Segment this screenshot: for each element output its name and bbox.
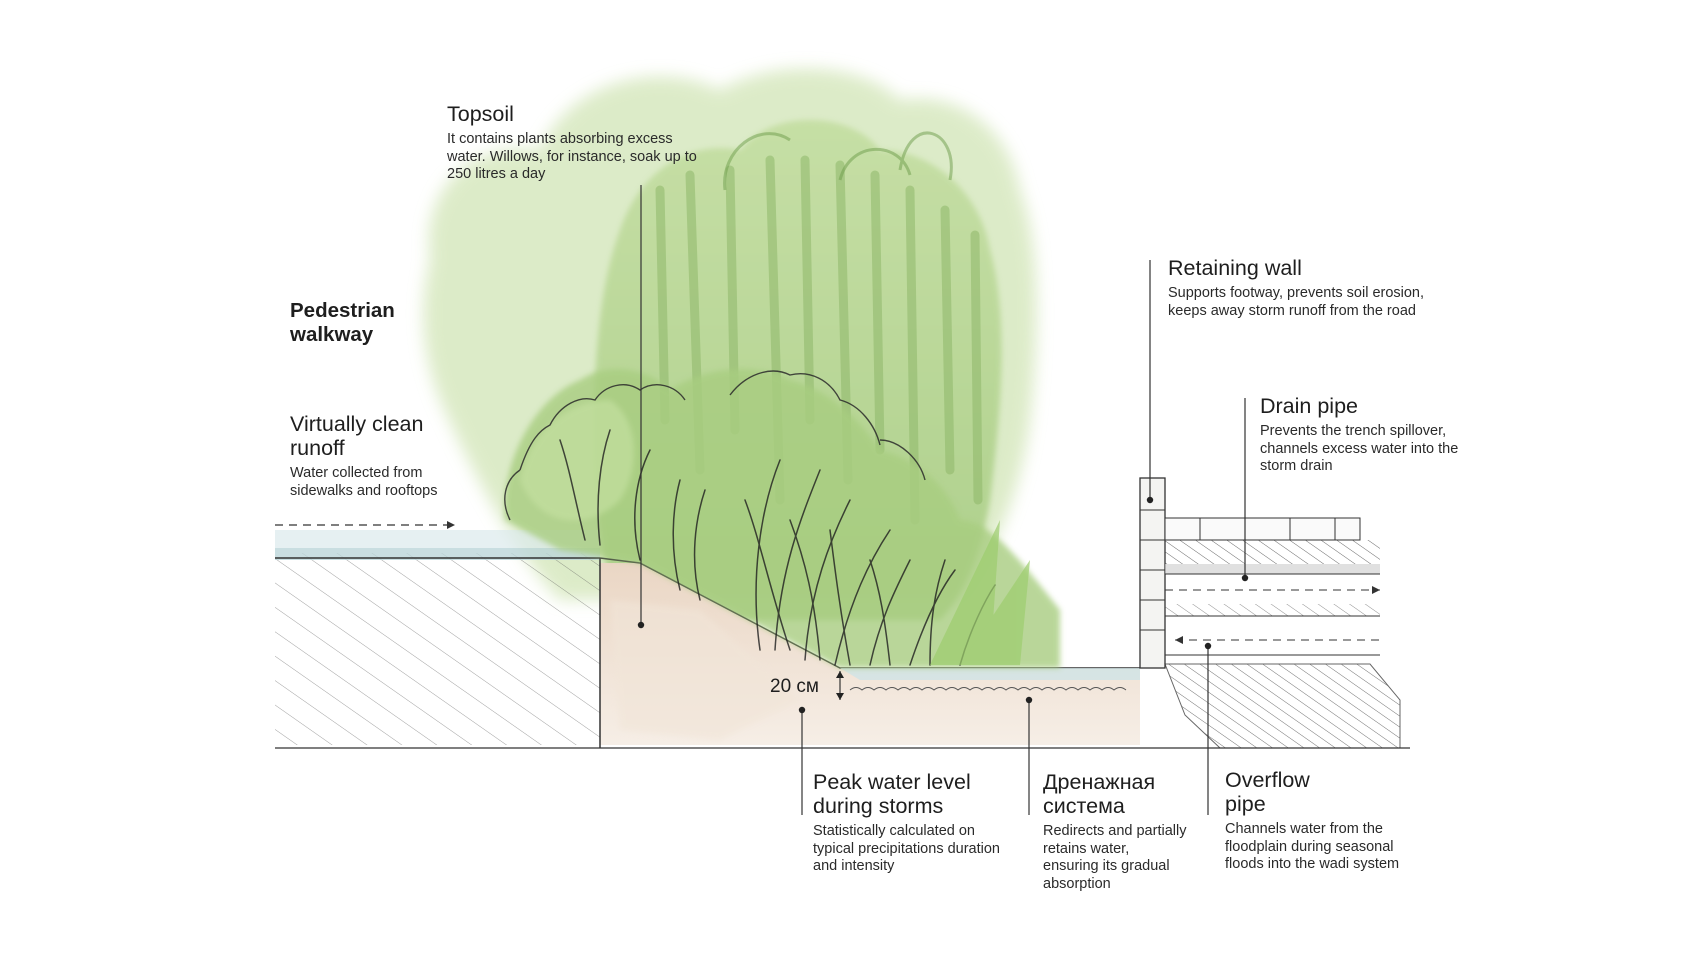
retaining-wall-title: Retaining wall bbox=[1168, 256, 1302, 280]
overflow-text: Channels water from the floodplain durin… bbox=[1225, 821, 1400, 872]
peak-water-text: Statistically calculated on typical prec… bbox=[813, 823, 1000, 874]
drainage-text: Redirects and partially retains water, e… bbox=[1043, 823, 1187, 892]
runoff-text: Water collected from sidewalks and rooft… bbox=[290, 465, 438, 499]
drainage-label: Дренажная система Redirects and partiall… bbox=[1043, 770, 1188, 893]
peak-water-label: Peak water level during storms Statistic… bbox=[813, 770, 1003, 876]
retaining-wall-text: Supports footway, prevents soil erosion,… bbox=[1168, 285, 1425, 319]
peak-water-title: Peak water level during storms bbox=[813, 770, 971, 818]
drain-pipe-title: Drain pipe bbox=[1260, 394, 1358, 418]
leader-dots bbox=[637, 496, 1249, 714]
runoff-title: Virtually clean runoff bbox=[290, 412, 424, 460]
drain-pipe-text: Prevents the trench spillover, channels … bbox=[1260, 423, 1459, 474]
walkway-title: Pedestrian walkway bbox=[290, 299, 395, 346]
topsoil-label: Topsoil It contains plants absorbing exc… bbox=[447, 102, 707, 184]
leader-lines bbox=[640, 185, 1246, 815]
retaining-wall-structure bbox=[1139, 477, 1401, 749]
bushes bbox=[504, 369, 1060, 668]
topsoil-title: Topsoil bbox=[447, 102, 514, 126]
topsoil-text: It contains plants absorbing excess wate… bbox=[447, 131, 697, 182]
soil-layer bbox=[600, 563, 1140, 745]
walkway-label: Pedestrian walkway bbox=[290, 299, 420, 347]
overflow-title: Overflow pipe bbox=[1225, 768, 1310, 816]
walkway-ground bbox=[275, 530, 601, 748]
depth-arrow bbox=[836, 671, 844, 700]
retaining-wall-label: Retaining wall Supports footway, prevent… bbox=[1168, 256, 1458, 320]
runoff-label: Virtually clean runoff Water collected f… bbox=[290, 412, 465, 500]
runoff-arrow bbox=[275, 521, 455, 529]
drainage-title: Дренажная система bbox=[1043, 770, 1156, 818]
depth-dimension-label: 20 см bbox=[770, 676, 819, 697]
drain-pipe-label: Drain pipe Prevents the trench spillover… bbox=[1260, 394, 1460, 476]
overflow-label: Overflow pipe Channels water from the fl… bbox=[1225, 768, 1425, 874]
